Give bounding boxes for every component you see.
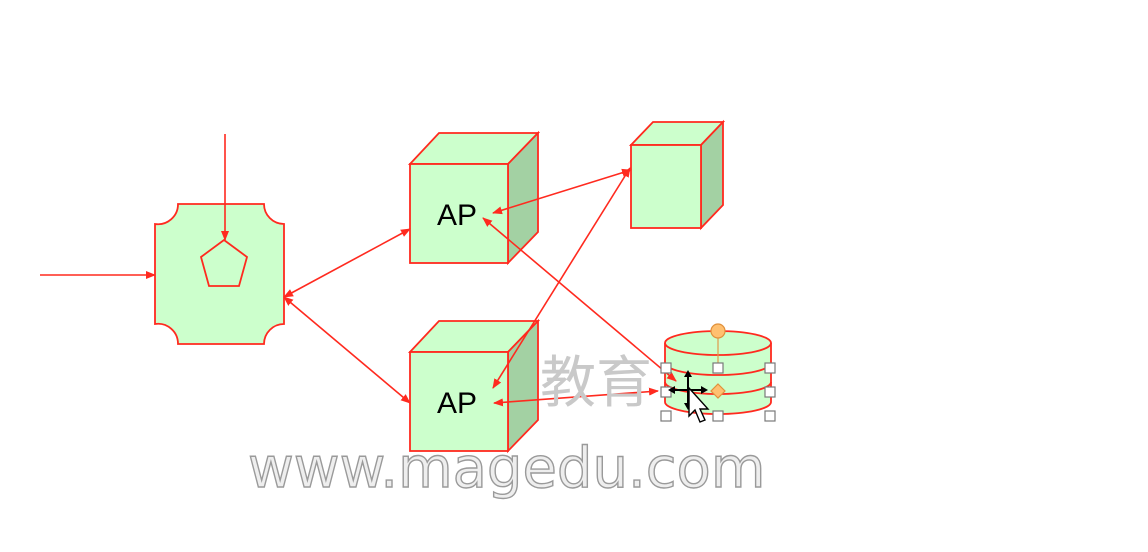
resize-handle-se[interactable] — [764, 410, 776, 422]
box-right-node[interactable] — [628, 119, 726, 231]
edge-ap-top-storage[interactable] — [482, 217, 677, 382]
ap-top-node[interactable]: AP — [407, 130, 541, 266]
edge-gateway-ap-bottom[interactable] — [283, 296, 411, 404]
ap-bottom-node[interactable]: AP — [407, 318, 541, 454]
resize-handle-nw[interactable] — [660, 362, 672, 374]
edge-gateway-ap-top[interactable] — [283, 228, 411, 298]
edges — [40, 134, 677, 407]
gateway-node[interactable] — [154, 203, 285, 345]
resize-handle-e[interactable] — [764, 386, 776, 398]
cube-front-face — [630, 144, 702, 229]
watermark-url: www.magedu.com — [248, 436, 765, 501]
edge-ap-bottom-storage[interactable] — [493, 387, 659, 407]
resize-handle-ne[interactable] — [764, 362, 776, 374]
ap-bottom-label: AP — [437, 387, 477, 420]
resize-handle-n[interactable] — [712, 362, 724, 374]
ap-top-label: AP — [437, 199, 477, 232]
rotation-handle[interactable] — [710, 323, 726, 339]
resize-handle-w[interactable] — [660, 386, 672, 398]
selection-handles[interactable] — [660, 323, 776, 422]
pentagon-icon — [199, 238, 249, 287]
adjust-handle-diamond[interactable] — [710, 383, 726, 399]
watermark-cn: 教育 — [540, 351, 652, 416]
resize-handle-s[interactable] — [712, 410, 724, 422]
resize-handle-sw[interactable] — [660, 410, 672, 422]
move-cursor-icon — [668, 370, 710, 423]
